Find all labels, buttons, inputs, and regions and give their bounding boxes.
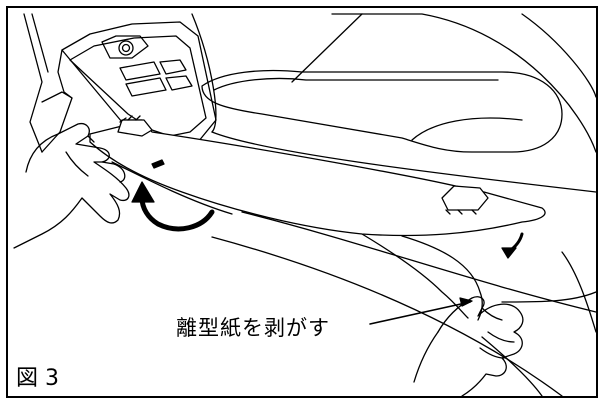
armrest — [201, 69, 563, 153]
figure-frame: 離型紙を剥がす 図 3 — [6, 6, 598, 398]
right-hand — [413, 296, 524, 396]
left-hand — [13, 122, 130, 249]
callout-leader-arrow — [369, 297, 473, 325]
curved-arrow-icon — [131, 181, 215, 232]
peel-release-paper-label: 離型紙を剥がす — [176, 316, 330, 340]
peel-arrow-icon — [501, 232, 524, 259]
installation-illustration — [13, 13, 596, 396]
figure-number-label: 図 3 — [16, 366, 59, 391]
door-panel-outline — [23, 13, 596, 396]
adhesive-tape-strip — [89, 115, 546, 321]
